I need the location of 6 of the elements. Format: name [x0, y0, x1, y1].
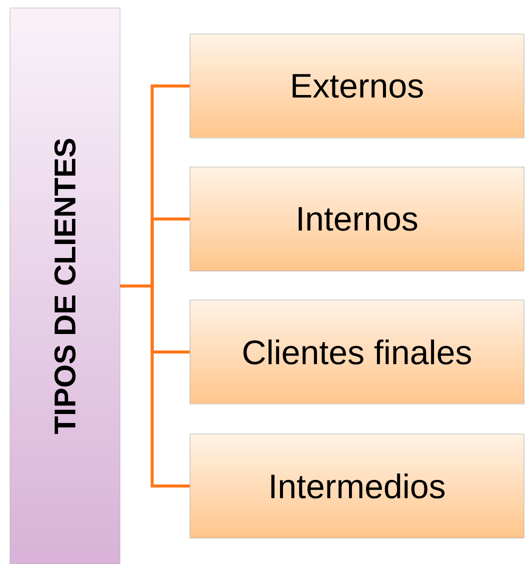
- category-box: TIPOS DE CLIENTES: [10, 8, 120, 564]
- connector-line: [120, 284, 190, 488]
- type-box: Externos: [190, 34, 524, 138]
- type-box: Intermedios: [190, 434, 524, 538]
- type-box: Clientes finales: [190, 300, 524, 404]
- type-box: Internos: [190, 166, 524, 272]
